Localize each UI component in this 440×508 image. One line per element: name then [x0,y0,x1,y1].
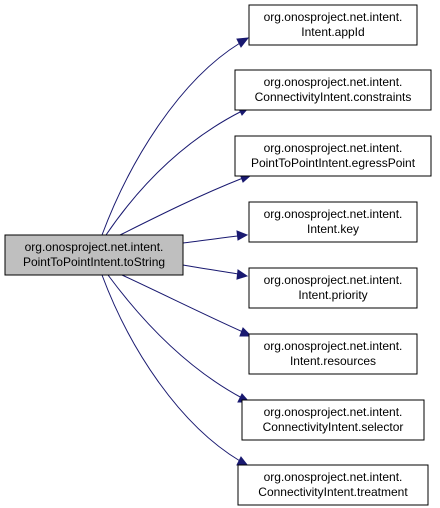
target-node-line2: Intent.resources [290,354,376,368]
target-node-line2: Intent.priority [298,288,367,302]
target-node-treatment[interactable]: org.onosproject.net.intent. Connectivity… [237,464,429,506]
target-node-box [234,135,432,177]
target-node-line1: org.onosproject.net.intent. [264,405,403,419]
target-node-line1: org.onosproject.net.intent. [264,207,403,221]
target-node-selector[interactable]: org.onosproject.net.intent. Connectivity… [241,399,425,441]
edge-to-constraints [105,110,243,236]
target-node-line1: org.onosproject.net.intent. [264,339,403,353]
target-node-key[interactable]: org.onosproject.net.intent. Intent.key [248,201,418,243]
target-node-line2: Intent.appId [301,25,364,39]
target-node-constraints[interactable]: org.onosproject.net.intent. Connectivity… [234,69,432,111]
target-node-box [237,464,429,506]
target-node-box [248,201,418,243]
target-node-appid[interactable]: org.onosproject.net.intent. Intent.appId [248,4,418,46]
target-node-line1: org.onosproject.net.intent. [264,141,403,155]
target-node-box [248,4,418,46]
target-node-line1: org.onosproject.net.intent. [264,470,403,484]
arrowhead-resources [239,327,253,337]
source-node-line1: org.onosproject.net.intent. [25,240,164,254]
arrowhead-key [236,230,249,241]
edge-to-resources [121,274,244,333]
source-node-box [4,234,184,276]
source-node[interactable]: org.onosproject.net.intent. PointToPoint… [4,234,184,276]
target-node-line2: ConnectivityIntent.treatment [258,485,408,499]
target-node-priority[interactable]: org.onosproject.net.intent. Intent.prior… [248,267,418,309]
edge-to-key [182,235,239,244]
source-node-line2: PointToPointIntent.toString [23,255,165,269]
edge-to-appid [101,42,241,236]
arrowhead-appid [236,37,250,48]
target-node-box [248,267,418,309]
target-node-box [248,333,418,375]
target-node-line2: Intent.key [307,222,359,236]
target-node-line1: org.onosproject.net.intent. [264,273,403,287]
target-node-box [241,399,425,441]
target-node-line1: org.onosproject.net.intent. [264,75,403,89]
edge-to-selector [107,274,243,399]
target-node-line2: ConnectivityIntent.selector [263,420,404,434]
target-node-line2: ConnectivityIntent.constraints [255,90,412,104]
edge-to-priority [182,264,239,275]
edge-to-egresspoint [119,177,244,236]
target-node-line1: org.onosproject.net.intent. [264,10,403,24]
target-node-line2: PointToPointIntent.egressPoint [251,156,416,170]
target-node-resources[interactable]: org.onosproject.net.intent. Intent.resou… [248,333,418,375]
target-node-box [234,69,432,111]
target-node-egresspoint[interactable]: org.onosproject.net.intent. PointToPoint… [234,135,432,177]
arrowhead-priority [236,269,249,280]
edge-to-treatment [101,274,241,462]
